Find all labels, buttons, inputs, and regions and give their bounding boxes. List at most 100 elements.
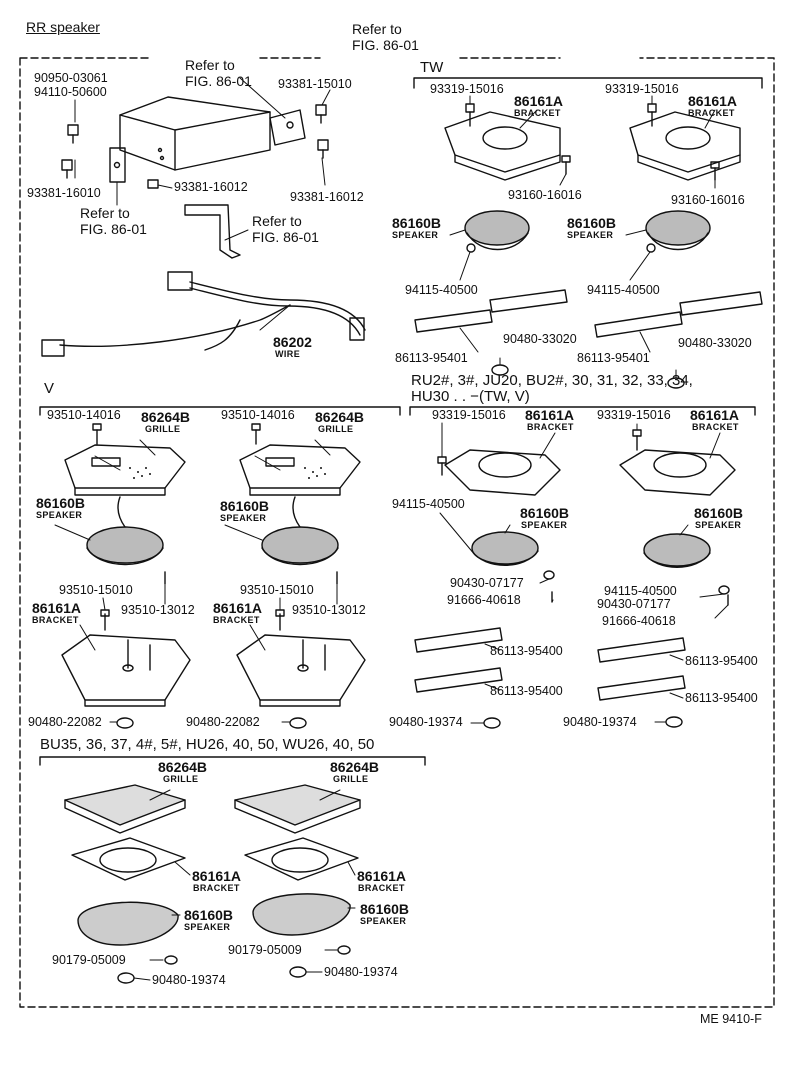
part-no: 86113-95400: [490, 644, 563, 658]
bu-grille-left: [64, 784, 186, 834]
speaker-number: 86160B: [220, 498, 270, 514]
bu-bracket-left: [71, 837, 186, 881]
v-grille-right: [239, 444, 361, 496]
part-no: 93381-16012: [174, 180, 248, 194]
part-no: 94115-40500: [392, 497, 465, 511]
part-no: 90430-07177: [597, 597, 671, 611]
part-no: 90480-19374: [324, 965, 398, 979]
part-no: 93510-15010: [59, 583, 133, 597]
bracket-number: 86161A: [525, 407, 575, 423]
bu-bracket-right: [244, 837, 359, 881]
bracket-number: 86161A: [192, 868, 242, 884]
part-no: 93319-15016: [432, 408, 506, 422]
tw-speaker-right: [645, 210, 711, 251]
part-no: 86113-95401: [577, 351, 650, 365]
speaker-label: SPEAKER: [521, 520, 568, 530]
tw-speaker-left: [464, 210, 530, 251]
part-no: 90480-33020: [678, 336, 752, 350]
bracket-number: 86161A: [213, 600, 263, 616]
part-no: 94115-40500: [405, 283, 478, 297]
speaker-number: 86160B: [184, 907, 234, 923]
v-bracket-left: [61, 634, 191, 707]
amp-bolts: [61, 104, 329, 189]
top-fig-ref: FIG. 86-01: [352, 37, 419, 53]
amp-long-bracket: [184, 204, 241, 259]
part-no: 93160-16016: [671, 193, 745, 207]
speaker-number: 86160B: [520, 505, 570, 521]
speaker-number: 86160B: [392, 215, 442, 231]
v-group-line: [39, 406, 401, 416]
bu-grille-right: [234, 784, 361, 834]
grille-number: 86264B: [315, 409, 365, 425]
bracket-label: BRACKET: [358, 883, 405, 893]
group-tw: TW: [420, 59, 444, 76]
part-no: 90430-07177: [450, 576, 524, 590]
part-no: 91666-40618: [447, 593, 521, 607]
speaker-number: 86160B: [36, 495, 86, 511]
speaker-label: SPEAKER: [184, 922, 231, 932]
speaker-label: SPEAKER: [567, 230, 614, 240]
part-no: 93319-15016: [430, 82, 504, 96]
grille-number: 86264B: [141, 409, 191, 425]
wire-label: WIRE: [275, 349, 301, 359]
part-no: 93319-15016: [597, 408, 671, 422]
ru-pads-left: [414, 627, 503, 693]
part-no: 86113-95400: [685, 654, 758, 668]
tw-group-line: [413, 77, 763, 89]
part-no: 91666-40618: [602, 614, 676, 628]
ru-group-line: [409, 406, 756, 416]
grille-dots: [129, 467, 326, 479]
speaker-label: SPEAKER: [360, 916, 407, 926]
part-no: 93510-14016: [47, 408, 121, 422]
grille-number: 86264B: [330, 759, 380, 775]
grille-number: 86264B: [158, 759, 208, 775]
amp-bracket-right: [269, 109, 306, 146]
refer-to-label: Refer to: [252, 213, 302, 229]
part-no: 90480-19374: [389, 715, 463, 729]
bracket-label: BRACKET: [213, 615, 260, 625]
group-ru-line2: HU30 . . −(TW, V): [411, 388, 530, 405]
part-no: 86113-95401: [395, 351, 468, 365]
part-no: 93381-16012: [290, 190, 364, 204]
v-speaker-right: [261, 496, 339, 566]
part-no: 90179-05009: [52, 953, 126, 967]
fig-ref-label: FIG. 86-01: [185, 73, 252, 89]
tw-bracket-left: [444, 111, 561, 181]
part-no: 93319-15016: [605, 82, 679, 96]
speaker-label: SPEAKER: [36, 510, 83, 520]
speaker-label: SPEAKER: [392, 230, 439, 240]
bracket-label: BRACKET: [193, 883, 240, 893]
amplifier-box: [119, 96, 271, 171]
fig-ref-label: FIG. 86-01: [252, 229, 319, 245]
bracket-label: BRACKET: [692, 422, 739, 432]
grille-label: GRILLE: [333, 774, 369, 784]
part-no: 94110-50600: [34, 85, 107, 99]
group-bu: BU35, 36, 37, 4#, 5#, HU26, 40, 50, WU26…: [40, 736, 375, 753]
bracket-label: BRACKET: [688, 108, 735, 118]
part-no: 93510-13012: [121, 603, 195, 617]
wire-number: 86202: [273, 334, 312, 350]
bracket-number: 86161A: [32, 600, 82, 616]
ru-bracket-left: [444, 449, 561, 496]
group-ru: RU2#, 3#, JU20, BU2#, 30, 31, 32, 33, 34…: [411, 372, 693, 389]
part-no: 93510-14016: [221, 408, 295, 422]
tw-bracket-right: [629, 111, 741, 181]
bracket-label: BRACKET: [32, 615, 79, 625]
part-no: 90480-22082: [186, 715, 260, 729]
part-no: 86113-95400: [490, 684, 563, 698]
bu-speaker-right: [252, 893, 351, 936]
bracket-label: BRACKET: [527, 422, 574, 432]
v-bracket-right: [236, 634, 366, 707]
part-no: 93160-16016: [508, 188, 582, 202]
part-no: 86113-95400: [685, 691, 758, 705]
wire-harness: [41, 271, 366, 357]
bracket-label: BRACKET: [514, 108, 561, 118]
bracket-number: 86161A: [357, 868, 407, 884]
part-no: 90480-33020: [503, 332, 577, 346]
part-no: 93381-15010: [278, 77, 352, 91]
top-refer-to: Refer to: [352, 21, 402, 37]
speaker-label: SPEAKER: [220, 513, 267, 523]
ru-speaker-left: [471, 531, 539, 566]
ru-speaker-right: [643, 533, 711, 568]
